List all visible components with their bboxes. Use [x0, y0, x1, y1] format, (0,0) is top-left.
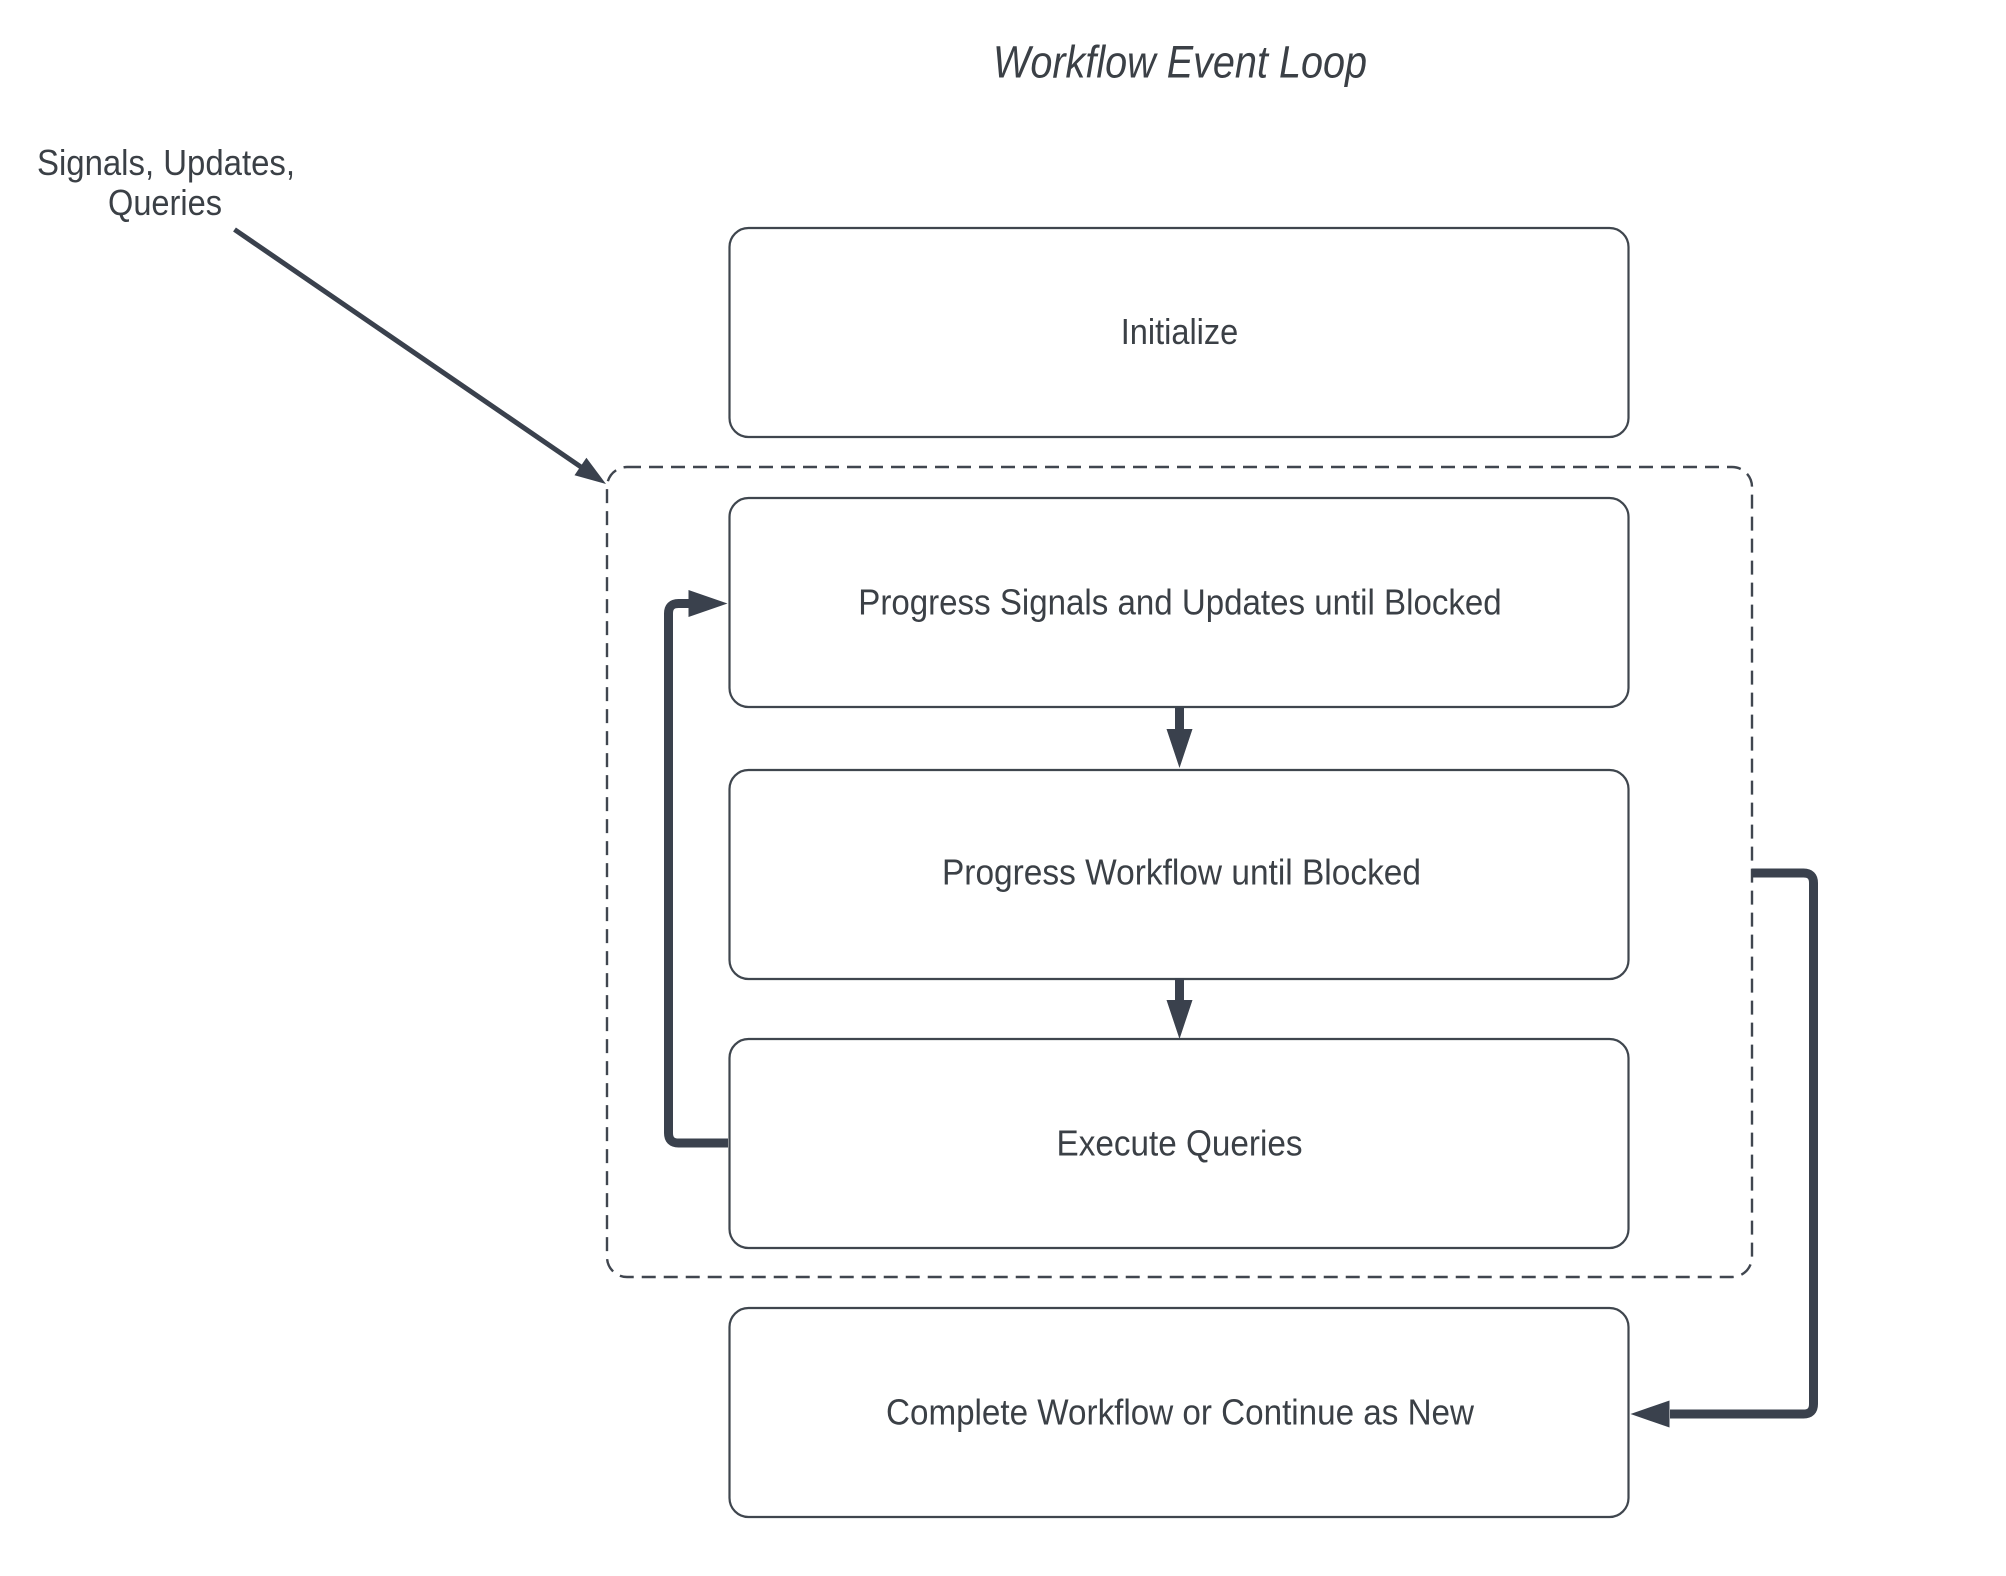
svg-text:Complete Workflow or Continue: Complete Workflow or Continue as New [886, 1392, 1475, 1433]
svg-text:Workflow Event Loop: Workflow Event Loop [993, 37, 1367, 88]
svg-text:Progress Workflow until Blocke: Progress Workflow until Blocked [942, 852, 1421, 893]
svg-text:Queries: Queries [108, 182, 222, 223]
svg-text:Initialize: Initialize [1121, 311, 1239, 352]
svg-text:Execute Queries: Execute Queries [1057, 1123, 1303, 1164]
svg-text:Signals, Updates,: Signals, Updates, [37, 142, 295, 183]
svg-text:Progress Signals and Updates u: Progress Signals and Updates until Block… [858, 582, 1501, 623]
